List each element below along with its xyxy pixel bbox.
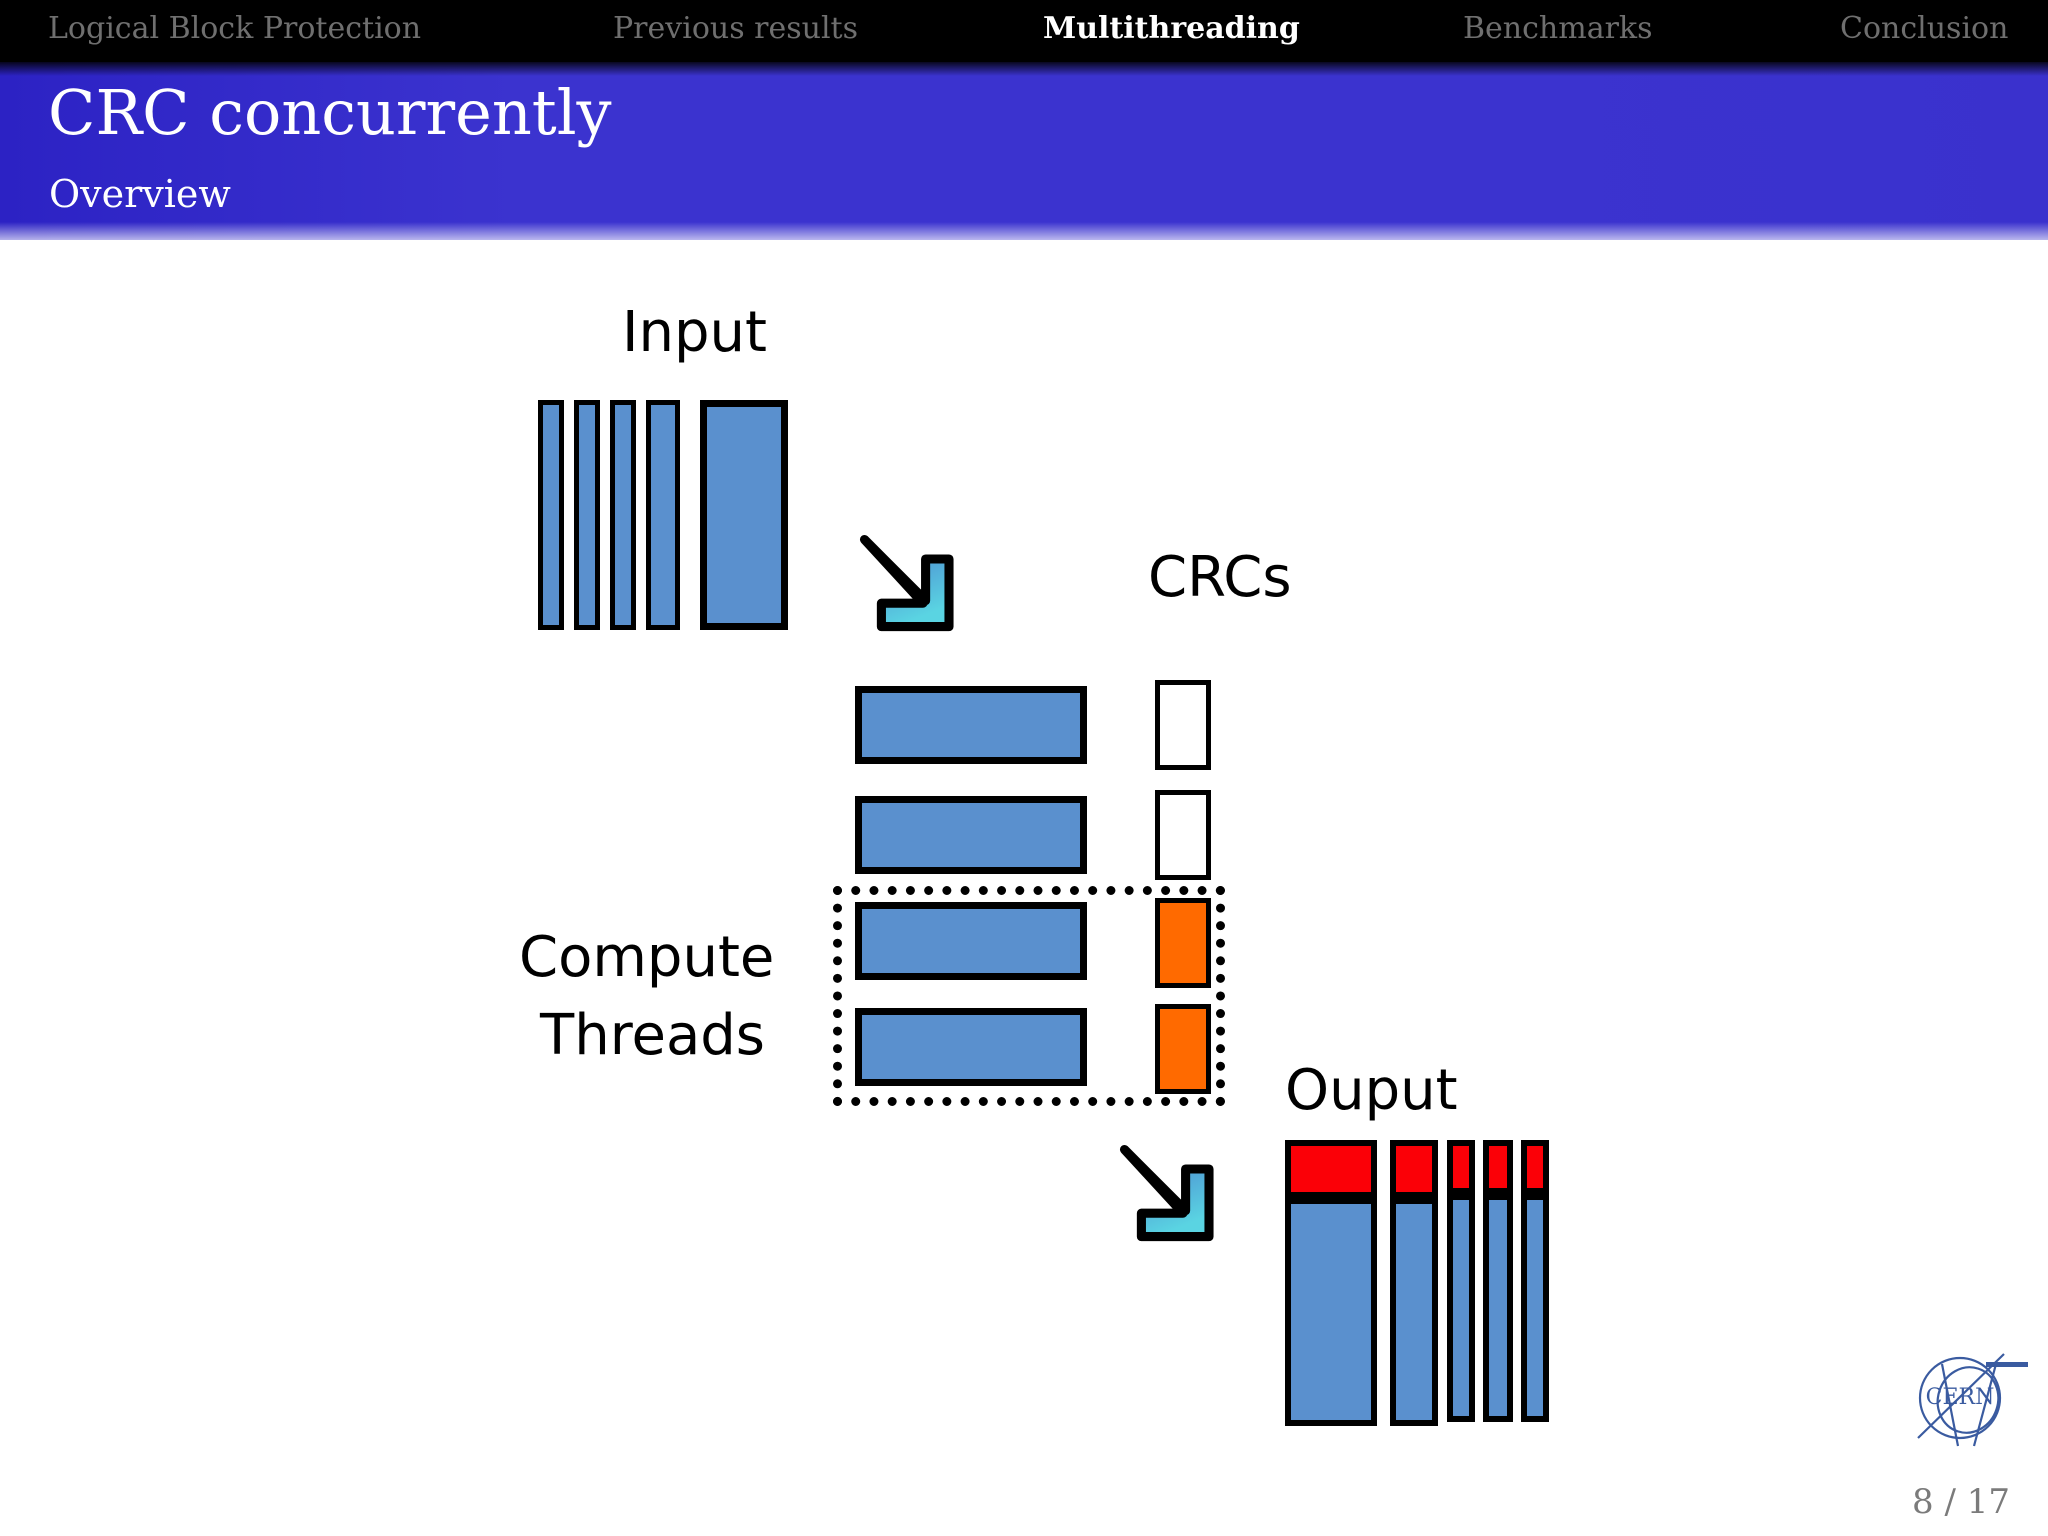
compute-block — [855, 1008, 1087, 1086]
crcs-label: CRCs — [1148, 545, 1292, 610]
output-bar — [1285, 1140, 1377, 1426]
cern-logo: CERN — [1900, 1338, 2028, 1458]
crc-box-pending — [1155, 680, 1211, 770]
compute-label-line2: Threads — [540, 1003, 765, 1068]
output-bar-crc-header — [1483, 1140, 1513, 1194]
output-bar — [1390, 1140, 1438, 1426]
compute-block — [855, 902, 1087, 980]
top-navigation-bar: Logical Block Protection Previous result… — [0, 0, 2048, 62]
page-title: CRC concurrently — [48, 76, 612, 149]
output-bar — [1521, 1140, 1549, 1426]
nav-item-logical-block-protection[interactable]: Logical Block Protection — [48, 11, 422, 46]
compute-label-line1: Compute — [519, 925, 775, 990]
output-bar-data-body — [1521, 1194, 1549, 1422]
output-bar-crc-header — [1390, 1140, 1438, 1198]
flow-arrow-down-right-icon — [845, 520, 975, 650]
output-bar-data-body — [1285, 1198, 1377, 1426]
slide-title-band: CRC concurrently Overview — [0, 62, 2048, 240]
output-bar-data-body — [1390, 1198, 1438, 1426]
crc-box-done — [1155, 1004, 1211, 1094]
output-bar-crc-header — [1285, 1140, 1377, 1198]
output-label: Ouput — [1285, 1058, 1458, 1123]
output-bar — [1447, 1140, 1475, 1426]
nav-item-multithreading[interactable]: Multithreading — [1043, 11, 1300, 46]
compute-block — [855, 686, 1087, 764]
page-subtitle: Overview — [49, 172, 231, 216]
nav-item-benchmarks[interactable]: Benchmarks — [1463, 11, 1653, 46]
crc-box-pending — [1155, 790, 1211, 880]
input-bar — [574, 400, 600, 630]
compute-block — [855, 796, 1087, 874]
output-bar-data-body — [1483, 1194, 1513, 1422]
nav-item-conclusion[interactable]: Conclusion — [1840, 11, 2009, 46]
input-label: Input — [622, 300, 768, 365]
output-bar — [1483, 1140, 1513, 1426]
flow-arrow-down-right-icon — [1105, 1130, 1235, 1260]
output-bar-data-body — [1447, 1194, 1475, 1422]
compute-threads-boundary — [833, 886, 1225, 1106]
output-bar-crc-header — [1447, 1140, 1475, 1194]
output-bar-crc-header — [1521, 1140, 1549, 1194]
input-bar — [646, 400, 680, 630]
page-number: 8 / 17 — [1912, 1482, 2010, 1522]
input-bar — [538, 400, 564, 630]
crc-box-done — [1155, 898, 1211, 988]
input-bar — [700, 400, 788, 630]
nav-item-previous-results[interactable]: Previous results — [613, 11, 858, 46]
cern-logo-text: CERN — [1926, 1385, 1995, 1410]
input-bar — [610, 400, 636, 630]
